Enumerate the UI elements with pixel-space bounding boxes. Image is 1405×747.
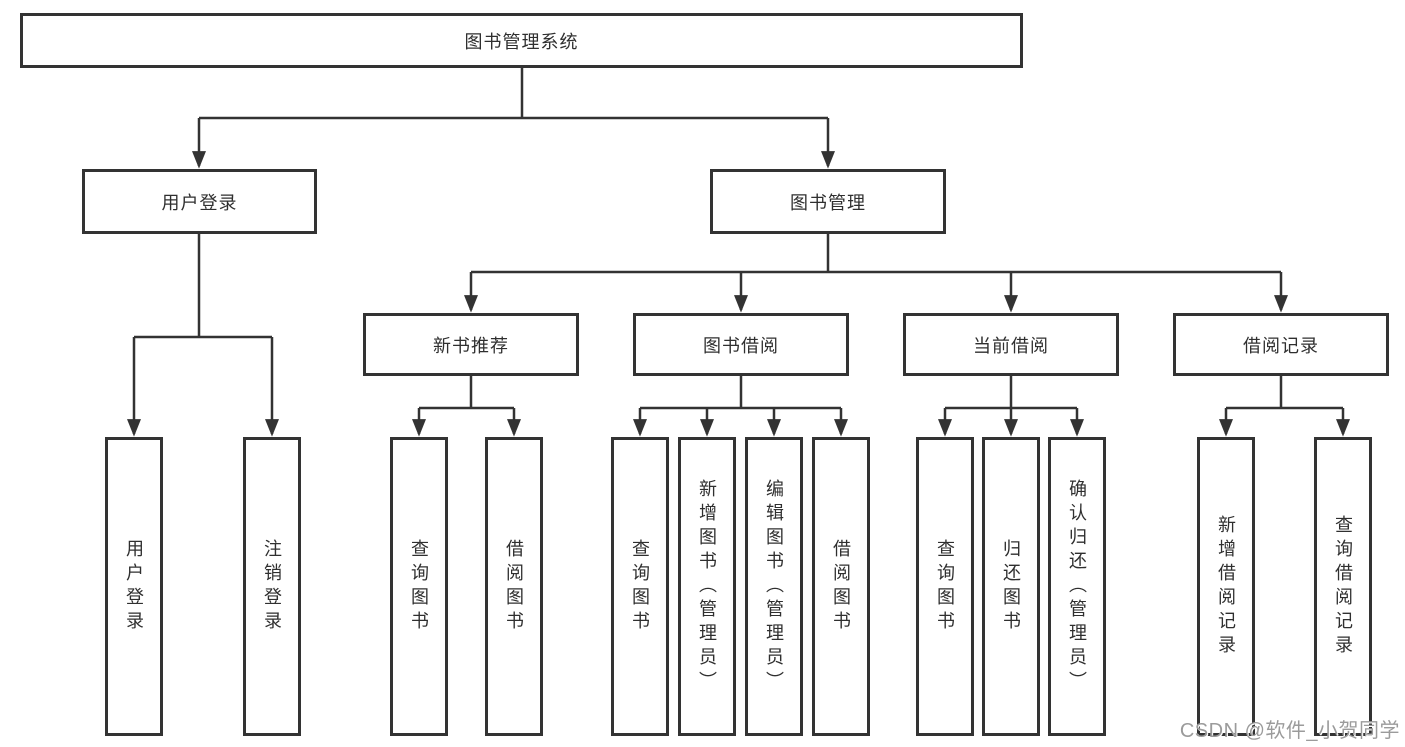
node-label: 用户登录 <box>161 192 238 213</box>
leaf-query-borrow-record: 查询借阅记录 <box>1314 437 1372 736</box>
leaf-label: 注销登录 <box>262 538 282 635</box>
leaf-edit-books-admin: 编辑图书（管理员） <box>745 437 803 736</box>
leaf-add-borrow-record: 新增借阅记录 <box>1197 437 1255 736</box>
csdn-watermark: CSDN @软件_小贺同学 <box>1179 720 1400 742</box>
leaf-label: 查询借阅记录 <box>1333 514 1353 659</box>
node-root-label: 图书管理系统 <box>464 31 579 52</box>
node-book-management: 图书管理 <box>710 169 946 234</box>
node-label: 图书管理 <box>790 192 866 213</box>
leaf-confirm-return-admin: 确认归还（管理员） <box>1048 437 1106 736</box>
leaf-label: 编辑图书（管理员） <box>764 478 784 695</box>
leaf-label: 确认归还（管理员） <box>1067 478 1087 695</box>
leaf-query-books: 查询图书 <box>611 437 669 736</box>
node-borrow-records: 借阅记录 <box>1173 313 1389 376</box>
node-label: 图书借阅 <box>703 335 779 356</box>
leaf-label: 借阅图书 <box>831 538 851 635</box>
node-user-login: 用户登录 <box>82 169 317 234</box>
leaf-add-books-admin: 新增图书（管理员） <box>678 437 736 736</box>
leaf-borrow-books: 借阅图书 <box>485 437 543 736</box>
node-label: 借阅记录 <box>1243 335 1319 356</box>
node-label: 新书推荐 <box>433 335 509 356</box>
leaf-label: 借阅图书 <box>504 538 524 635</box>
node-label: 当前借阅 <box>973 335 1049 356</box>
node-new-book-recommend: 新书推荐 <box>363 313 579 376</box>
leaf-query-books: 查询图书 <box>390 437 448 736</box>
leaf-user-login: 用户登录 <box>105 437 163 736</box>
leaf-label: 归还图书 <box>1001 538 1021 635</box>
node-root-system: 图书管理系统 <box>20 13 1023 68</box>
leaf-return-books: 归还图书 <box>982 437 1040 736</box>
leaf-label: 查询图书 <box>409 538 429 635</box>
leaf-label: 新增借阅记录 <box>1216 514 1236 659</box>
node-current-borrowing: 当前借阅 <box>903 313 1119 376</box>
node-book-borrowing: 图书借阅 <box>633 313 849 376</box>
leaf-logout: 注销登录 <box>243 437 301 736</box>
leaf-label: 查询图书 <box>630 538 650 635</box>
leaf-borrow-books: 借阅图书 <box>812 437 870 736</box>
leaf-label: 查询图书 <box>935 538 955 635</box>
leaf-label: 用户登录 <box>124 538 144 635</box>
leaf-query-books: 查询图书 <box>916 437 974 736</box>
leaf-label: 新增图书（管理员） <box>697 478 717 695</box>
